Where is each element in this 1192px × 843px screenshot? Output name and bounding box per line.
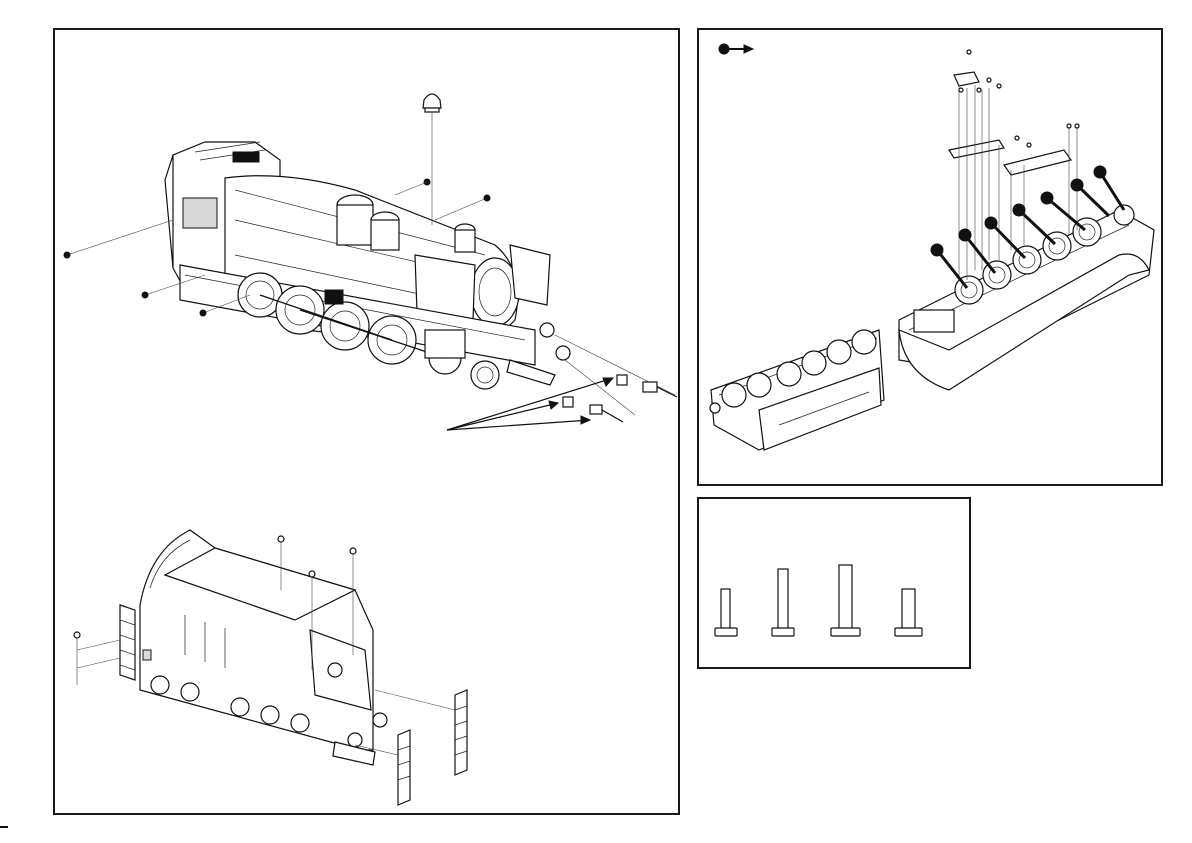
corner-mark	[0, 826, 8, 828]
locomotive-exploded-panel	[53, 28, 680, 815]
locomotive-body	[165, 142, 570, 389]
locomotive-exploded-drawing	[55, 30, 678, 813]
chassis-drawing	[699, 30, 1161, 484]
screw-legend-panel	[697, 497, 971, 669]
screw-long-icon	[831, 565, 860, 636]
tender-body	[74, 530, 467, 805]
locomotive-chassis	[899, 205, 1154, 390]
screw-legend-drawing	[699, 499, 969, 667]
chassis-lubrication-panel	[697, 28, 1163, 486]
tender-chassis	[710, 330, 884, 450]
screw-short-icon	[715, 589, 737, 636]
screw-thick-short-icon	[895, 589, 922, 636]
oil-drop-arrow-icon	[719, 44, 753, 54]
screw-medium-icon	[772, 569, 794, 636]
